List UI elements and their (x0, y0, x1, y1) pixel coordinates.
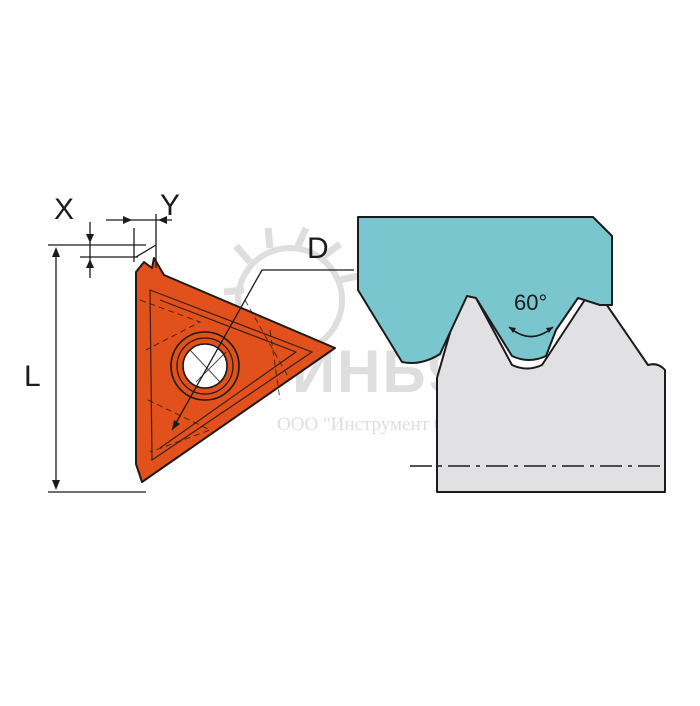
insert-edge-lines (149, 289, 314, 462)
angle-arrow-right-icon (546, 327, 553, 333)
diameter-line (171, 269, 263, 431)
diameter-arrow-icon (172, 420, 180, 430)
y-arrow-right-icon (158, 216, 167, 224)
hole-centre-marks (189, 349, 227, 383)
label-y: Y (160, 189, 180, 222)
dimension-arrows (52, 216, 167, 490)
l-arrow-bottom-icon (52, 480, 60, 490)
label-d: D (307, 232, 329, 265)
watermark-caption: ООО "Инструмент 69" (277, 414, 460, 435)
angle-arrow-left-icon (509, 327, 516, 333)
x-arrow-bottom-icon (86, 259, 94, 268)
threading-insert (135, 257, 354, 483)
l-arrow-top-icon (52, 247, 60, 257)
label-l: L (24, 360, 41, 393)
angle-label: 60° (514, 290, 547, 315)
x-arrow-top-icon (86, 234, 94, 243)
dimension-lines (48, 214, 172, 493)
y-arrow-left-icon (123, 216, 132, 224)
label-x: X (54, 193, 74, 226)
thread-profile: 60° (357, 216, 666, 493)
nut-profile (357, 216, 613, 364)
insert-dashed-lines (139, 299, 291, 453)
